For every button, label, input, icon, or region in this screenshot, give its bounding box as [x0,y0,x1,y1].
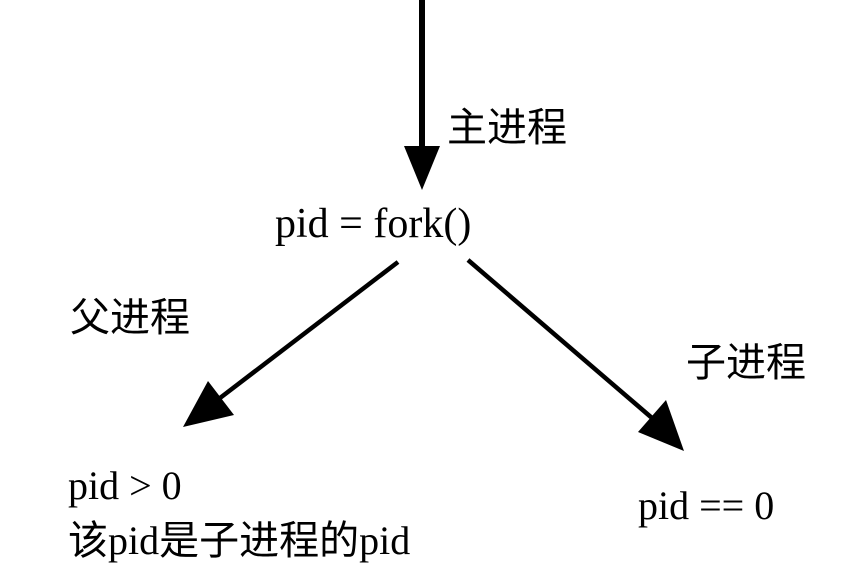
main-process-arrow [404,0,440,190]
parent-condition-label: pid > 0 [68,463,182,508]
parent-process-label: 父进程 [70,295,190,340]
fork-call-label: pid = fork() [275,201,472,247]
parent-branch-arrow [183,260,400,427]
main-process-label: 主进程 [447,105,567,150]
child-branch-arrow [466,258,684,451]
child-condition-label: pid == 0 [638,483,775,528]
child-process-label: 子进程 [686,340,806,385]
parent-note-label: 该pid是子进程的pid [68,518,411,563]
